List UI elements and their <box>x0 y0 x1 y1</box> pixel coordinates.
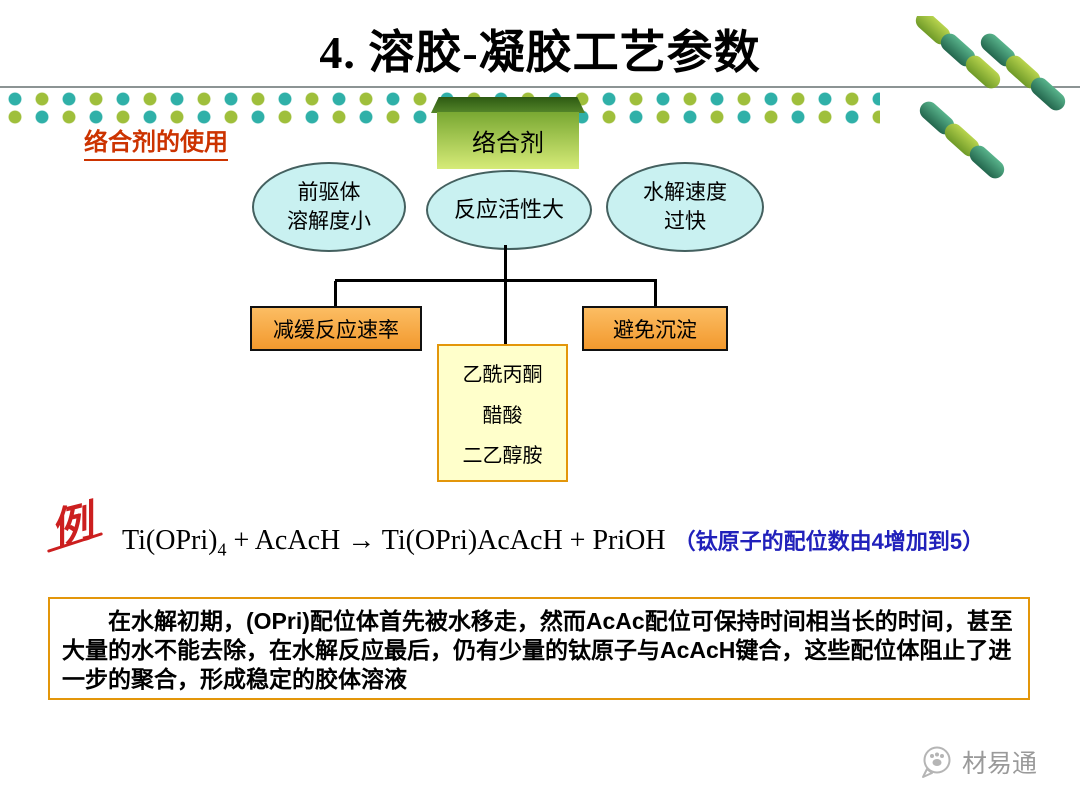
summary-text: 在水解初期，(OPri)配位体首先被水移走，然而AcAc配位可保持时间相当长的时… <box>62 608 1013 692</box>
paw-logo-icon <box>922 746 951 778</box>
equation-note: （钛原子的配位数由4增加到5） <box>673 529 985 554</box>
agent-item: 醋酸 <box>482 404 523 427</box>
ellipse-text: 溶解度小 <box>287 210 371 233</box>
cylinders-decoration <box>915 16 1066 179</box>
problem-ellipse-hydrolysis: 水解速度 过快 <box>606 162 764 252</box>
problem-ellipse-precursor: 前驱体 溶解度小 <box>252 162 406 252</box>
title-divider <box>0 86 1080 88</box>
chemical-equation: Ti(OPri)4 + AcAcH → Ti(OPri)AcAcH + PriO… <box>122 524 984 561</box>
connector-line <box>504 245 507 345</box>
root-box-lid <box>431 97 585 113</box>
equation-subscript: 4 <box>217 539 227 560</box>
problem-ellipse-reactivity: 反应活性大 <box>426 170 592 250</box>
ellipse-text: 前驱体 <box>297 180 361 204</box>
equation-base: Ti(OPri) <box>122 525 218 556</box>
ellipse-text: 反应活性大 <box>453 196 564 222</box>
root-node: 络合剂 <box>437 112 579 169</box>
ellipse-text: 过快 <box>664 210 706 233</box>
connector-line <box>335 279 657 282</box>
ellipse-text: 水解速度 <box>643 180 727 204</box>
benefit-box-slow-reaction: 减缓反应速率 <box>250 306 422 351</box>
agents-box: 乙酰丙酮 醋酸 二乙醇胺 <box>437 344 568 482</box>
section-label: 络合剂的使用 <box>84 122 228 161</box>
benefit-box-avoid-precipitation: 避免沉淀 <box>582 306 728 351</box>
connector-line <box>654 281 657 307</box>
agent-item: 乙酰丙酮 <box>462 363 543 386</box>
connector-line <box>334 281 337 307</box>
agent-item: 二乙醇胺 <box>462 445 543 468</box>
summary-box: 在水解初期，(OPri)配位体首先被水移走，然而AcAc配位可保持时间相当长的时… <box>48 597 1030 700</box>
watermark-label: 材易通 <box>962 750 1038 778</box>
equation-rest: + AcAcH → Ti(OPri)AcAcH + PriOH <box>226 525 666 556</box>
watermark: 材易通 <box>916 744 1037 780</box>
example-marker: 例 <box>46 499 99 555</box>
page-title: 4. 溶胶-凝胶工艺参数 <box>319 27 761 78</box>
